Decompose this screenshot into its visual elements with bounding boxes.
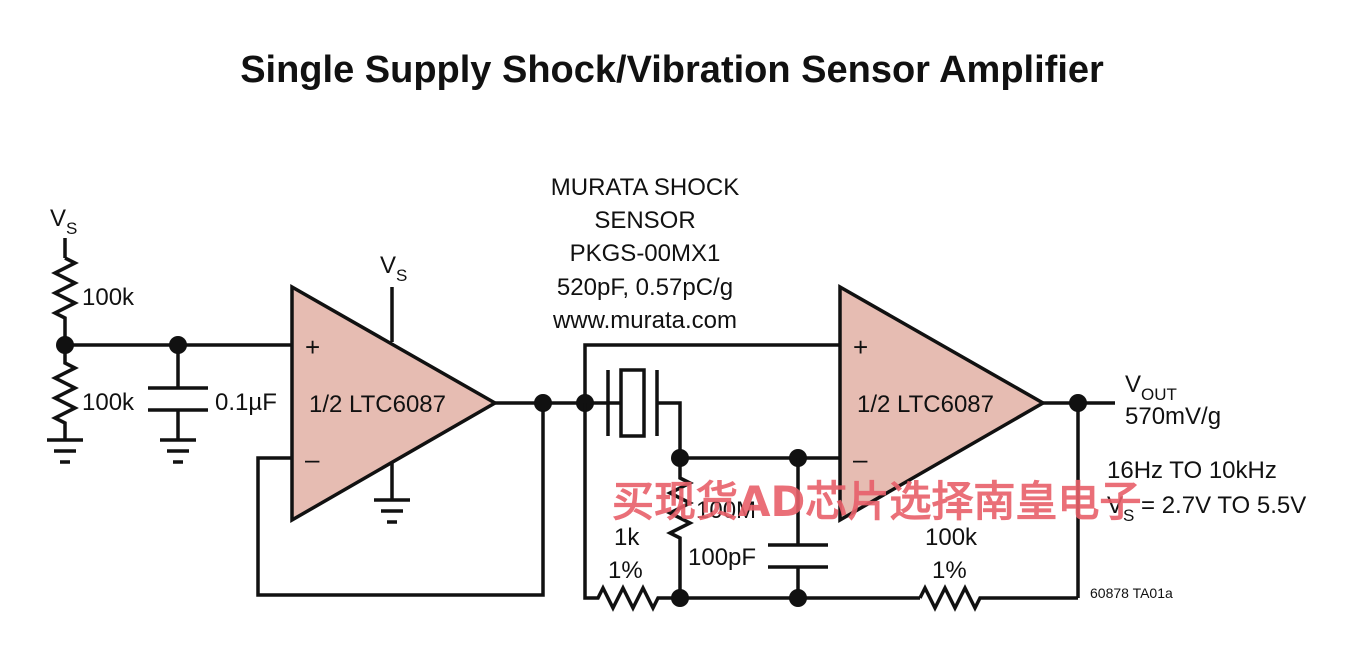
vs-label-left: VS	[50, 205, 77, 238]
output-gain: 570mV/g	[1125, 403, 1221, 430]
svg-text:VS = 2.7V TO 5.5V: VS = 2.7V TO 5.5V	[1107, 492, 1306, 525]
resistor-bias-bottom-label: 100k	[82, 389, 135, 416]
vs-v: V	[50, 205, 66, 232]
vout-v: V	[1125, 371, 1141, 398]
resistor-feedback-label: 100k	[925, 524, 978, 551]
vout-label: VOUT	[1125, 371, 1177, 404]
vs-range-value: = 2.7V TO 5.5V	[1134, 492, 1306, 519]
sensor-label-2: SENSOR	[594, 207, 695, 234]
wire-sensor-to-plus	[583, 343, 840, 403]
sensor-label-5: www.murata.com	[552, 307, 737, 334]
resistor-bias-top-label: 100k	[82, 284, 135, 311]
svg-text:VS: VS	[50, 205, 77, 238]
watermark-text: 买现货AD芯片选择南皇电子	[612, 477, 1141, 526]
resistor-feedback-100k	[918, 584, 1078, 612]
sensor-label-3: PKGS-00MX1	[570, 240, 721, 267]
vs-s: S	[396, 266, 407, 285]
opamp1-minus: –	[305, 444, 320, 474]
resistor-bias-bottom	[51, 345, 79, 440]
resistor-100M	[666, 458, 694, 598]
opamp2-minus: –	[853, 444, 868, 474]
opamp2-label: 1/2 LTC6087	[857, 391, 994, 418]
capacitor-bypass-label: 0.1µF	[215, 389, 277, 416]
junction-bottom-1	[671, 589, 689, 607]
vs-range-label: VS = 2.7V TO 5.5V	[1107, 492, 1306, 525]
opamp1-body	[290, 283, 499, 524]
resistor-100M-label: 100M	[696, 497, 756, 524]
wire-buffer-feedback	[256, 403, 545, 597]
resistor-feedback-tol: 1%	[932, 557, 967, 584]
resistor-1k	[583, 403, 680, 612]
ground-left	[47, 438, 83, 464]
junction-opamp1-out	[534, 394, 552, 412]
ground-cap	[160, 438, 196, 464]
vs-v: V	[380, 252, 396, 279]
opamp1-plus: +	[305, 332, 320, 362]
vs-s: S	[66, 219, 77, 238]
junction-output	[1069, 394, 1087, 412]
vs-range-s: S	[1123, 506, 1134, 525]
capacitor-bypass	[148, 345, 208, 440]
vs-label-opamp1: VS	[380, 252, 407, 285]
junction-cap	[169, 336, 187, 354]
opamp1-label: 1/2 LTC6087	[309, 391, 446, 418]
resistor-bias-top	[51, 256, 79, 345]
sensor-label-4: 520pF, 0.57pC/g	[557, 274, 733, 301]
shock-sensor-crystal	[606, 368, 682, 458]
resistor-1k-label: 1k	[614, 524, 640, 551]
capacitor-100pF	[768, 458, 828, 598]
capacitor-100pF-label: 100pF	[688, 544, 756, 571]
svg-text:VOUT: VOUT	[1125, 371, 1177, 404]
diagram-title: Single Supply Shock/Vibration Sensor Amp…	[240, 49, 1104, 91]
vout-sub: OUT	[1141, 385, 1177, 404]
ground-opamp1	[374, 498, 410, 524]
svg-text:VS: VS	[380, 252, 407, 285]
output-bandwidth: 16Hz TO 10kHz	[1107, 457, 1277, 484]
resistor-1k-tol: 1%	[608, 557, 643, 584]
opamp2-body	[838, 283, 1047, 524]
junction-bottom-2	[789, 589, 807, 607]
opamp2-plus: +	[853, 332, 868, 362]
sensor-label-1: MURATA SHOCK	[551, 174, 739, 201]
figure-id: 60878 TA01a	[1090, 585, 1173, 601]
junction-bias	[56, 336, 74, 354]
vs-range-v: V	[1107, 492, 1123, 519]
